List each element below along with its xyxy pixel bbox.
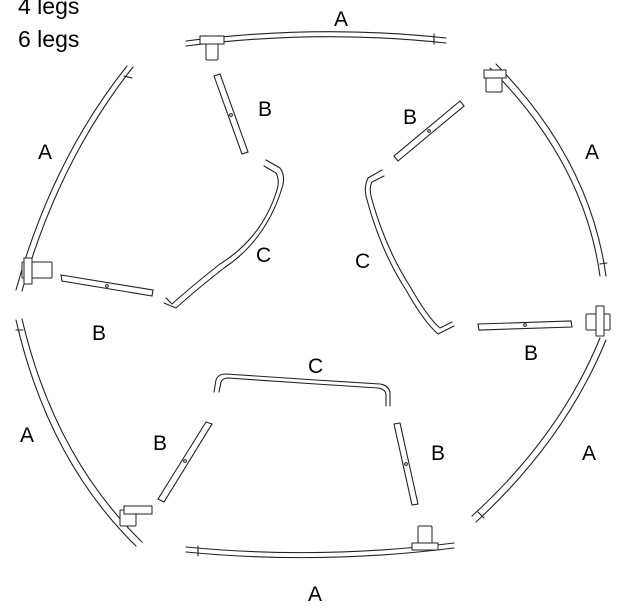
legend-4-legs: 4 legs <box>18 0 80 19</box>
part-c-bottom <box>213 373 391 407</box>
label-c-bottom: C <box>308 355 323 378</box>
part-c-left <box>163 159 285 309</box>
part-a-right-upper <box>483 63 608 277</box>
part-a-bottom <box>185 525 455 559</box>
part-b-mid-right <box>477 320 573 331</box>
part-a-right-lower <box>471 305 611 523</box>
part-c-right <box>364 169 455 335</box>
part-a-top <box>185 31 447 61</box>
label-a-top: A <box>334 8 348 31</box>
label-b-low-left: B <box>153 432 167 455</box>
part-a-left-upper <box>15 65 134 292</box>
label-a-right-lower: A <box>582 442 596 465</box>
legend-6-legs: 6 legs <box>18 26 80 52</box>
part-b-top-left <box>213 73 249 155</box>
part-b-low-right <box>393 422 419 506</box>
label-c-right: C <box>355 250 370 273</box>
label-a-bottom: A <box>308 583 322 606</box>
label-a-left-upper: A <box>38 141 52 164</box>
part-b-mid-left <box>60 274 154 297</box>
label-b-top-left: B <box>258 98 272 121</box>
label-a-left-lower: A <box>20 424 34 447</box>
label-a-right-upper: A <box>585 141 599 164</box>
label-b-low-right: B <box>431 442 445 465</box>
label-c-left: C <box>256 244 271 267</box>
part-b-top-right <box>393 100 465 162</box>
part-a-left-lower <box>15 318 153 547</box>
label-b-top-right: B <box>403 106 417 129</box>
part-b-low-left <box>157 421 213 503</box>
label-b-mid-right: B <box>524 342 538 365</box>
label-b-mid-left: B <box>92 322 106 345</box>
